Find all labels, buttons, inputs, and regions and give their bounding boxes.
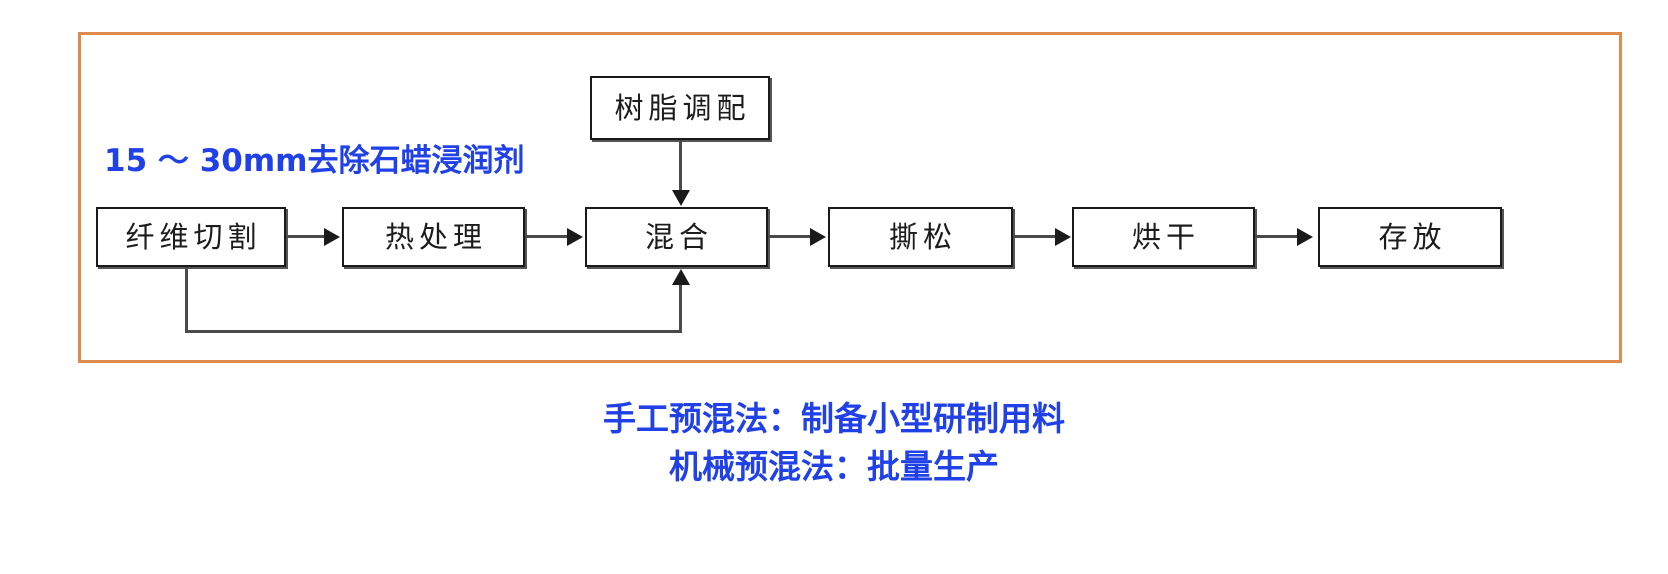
feedback-loop-up-segment xyxy=(679,284,682,333)
connector-loosen-to-dry-line xyxy=(1013,235,1057,238)
process-box-heat-treatment[interactable]: 热处理 xyxy=(342,207,525,267)
connector-resin-to-mix-line xyxy=(679,140,682,192)
process-box-drying[interactable]: 烘干 xyxy=(1072,207,1255,267)
connector-cut-to-heat-arrow xyxy=(324,228,340,246)
process-box-resin[interactable]: 树脂调配 xyxy=(590,76,770,140)
connector-cut-to-heat-line xyxy=(286,235,326,238)
process-box-drying-label: 烘干 xyxy=(1131,219,1200,254)
connector-mix-to-loosen-line xyxy=(768,235,812,238)
feedback-loop-bottom-segment xyxy=(185,330,682,333)
connector-heat-to-mix-line xyxy=(525,235,569,238)
process-box-resin-label: 树脂调配 xyxy=(614,90,751,125)
caption-line-mechanical: 机械预混法：批量生产 xyxy=(669,446,999,486)
process-box-mixing[interactable]: 混合 xyxy=(585,207,768,267)
feedback-loop-arrow xyxy=(672,269,690,285)
connector-dry-to-store-line xyxy=(1255,235,1299,238)
caption-line-manual: 手工预混法：制备小型研制用料 xyxy=(603,399,1065,438)
connector-resin-to-mix-arrow xyxy=(672,190,690,206)
feedback-loop-down-segment xyxy=(185,267,188,333)
connector-mix-to-loosen-arrow xyxy=(810,228,826,246)
connector-dry-to-store-arrow xyxy=(1297,228,1313,246)
connector-loosen-to-dry-arrow xyxy=(1055,228,1071,246)
process-box-mixing-label: 混合 xyxy=(644,219,713,254)
process-box-storage-label: 存放 xyxy=(1378,219,1447,254)
process-box-fiber-cutting[interactable]: 纤维切割 xyxy=(96,207,286,267)
connector-heat-to-mix-arrow xyxy=(567,228,583,246)
process-box-loosening[interactable]: 撕松 xyxy=(828,207,1013,267)
orange-frame-border xyxy=(78,32,1622,363)
process-box-storage[interactable]: 存放 xyxy=(1318,207,1502,267)
process-box-fiber-cutting-label: 纤维切割 xyxy=(125,219,262,254)
annotation-fiber-length: 15 ～ 30mm去除石蜡浸润剂 xyxy=(104,143,525,179)
caption-block: 手工预混法：制备小型研制用料 机械预混法：批量生产 xyxy=(0,395,1668,491)
process-box-heat-treatment-label: 热处理 xyxy=(384,219,487,254)
process-box-loosening-label: 撕松 xyxy=(888,219,957,254)
